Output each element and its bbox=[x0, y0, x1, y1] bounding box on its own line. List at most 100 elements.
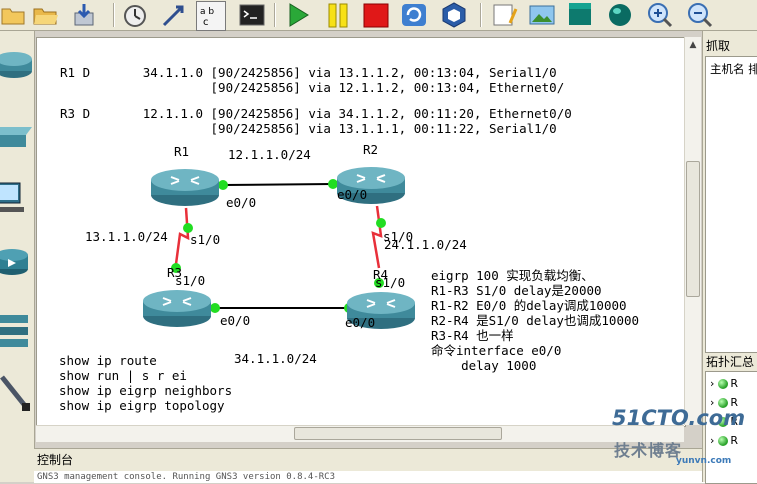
link-r1-r2 bbox=[222, 183, 334, 186]
port-dot bbox=[374, 278, 384, 288]
r1-e00-label: e0/0 bbox=[226, 195, 257, 210]
r3-e00-label: e0/0 bbox=[220, 313, 251, 328]
net-34-label: 34.1.1.0/24 bbox=[234, 351, 317, 366]
topology-item[interactable]: ›R bbox=[710, 377, 739, 390]
router-r2-icon bbox=[337, 167, 405, 204]
port-dot bbox=[328, 179, 338, 189]
watermark-site: 51CTO.com bbox=[612, 406, 746, 430]
command-1: show ip route bbox=[59, 353, 157, 368]
router-r4-label: R4 bbox=[373, 267, 389, 282]
command-3: show ip eigrp neighbors bbox=[59, 383, 233, 398]
save-icon[interactable] bbox=[70, 1, 98, 29]
pause-icon[interactable] bbox=[324, 1, 352, 29]
svg-text:c: c bbox=[203, 17, 209, 28]
topology-links bbox=[143, 167, 415, 329]
route-line-1: R1 D 34.1.1.0 [90/2425856] via 13.1.1.2,… bbox=[60, 65, 557, 80]
note-line-2: R1-R3 S1/0 delay是20000 bbox=[431, 283, 602, 298]
command-2: show run | s r ei bbox=[59, 368, 187, 383]
zoom-in-icon[interactable] bbox=[646, 1, 674, 29]
status-green-icon bbox=[718, 398, 729, 408]
console-icon[interactable] bbox=[238, 1, 266, 29]
route-line-3: R3 D 12.1.1.0 [90/2425856] via 34.1.1.2,… bbox=[60, 106, 572, 121]
topology-item[interactable]: ›R bbox=[710, 415, 739, 428]
route-line-4: [90/2425856] via 13.1.1.1, 00:11:22, Ser… bbox=[60, 121, 557, 136]
status-green-icon bbox=[718, 436, 729, 446]
security-device-icon[interactable] bbox=[0, 239, 34, 283]
open-folder-icon[interactable] bbox=[0, 1, 28, 29]
capture-list[interactable]: 主机名 排 bbox=[705, 56, 757, 353]
watermark-domain: yunvn.com bbox=[676, 456, 732, 466]
router-r3-label: R3 bbox=[167, 265, 183, 280]
canvas-horizontal-scrollbar[interactable] bbox=[36, 425, 684, 442]
note-line-6: 命令interface e0/0 bbox=[431, 343, 562, 358]
port-dot bbox=[171, 263, 181, 273]
vertical-scroll-thumb[interactable] bbox=[686, 161, 700, 297]
port-dot bbox=[376, 218, 386, 228]
start-icon[interactable] bbox=[284, 1, 312, 29]
link-r1-r3-serial bbox=[174, 207, 190, 265]
console-output[interactable]: GNS3 management console. Running GNS3 ve… bbox=[34, 471, 705, 483]
note-line-3: R1-R2 E0/0 的delay调成10000 bbox=[431, 298, 627, 313]
r4-e00-label: e0/0 bbox=[345, 315, 376, 330]
r2-s10-label: s1/0 bbox=[383, 229, 414, 244]
router-r3-icon bbox=[143, 290, 211, 327]
end-device-icon[interactable] bbox=[0, 177, 34, 221]
capture-header[interactable]: 主机名 排 bbox=[710, 62, 757, 76]
net-24-label: 24.1.1.0/24 bbox=[384, 237, 467, 252]
r3-s10-label: s1/0 bbox=[175, 273, 206, 288]
scroll-up-icon[interactable]: ▲ bbox=[689, 40, 697, 50]
router-r4-icon bbox=[347, 292, 415, 329]
status-green-icon bbox=[718, 417, 729, 427]
r2-e00-label: e0/0 bbox=[337, 187, 368, 202]
topology-summary-title: 拓扑汇总 bbox=[706, 355, 755, 369]
note-line-4: R2-R4 是S1/0 delay也调成10000 bbox=[431, 313, 640, 328]
move-icon[interactable] bbox=[160, 1, 188, 29]
svg-text:a b: a b bbox=[200, 7, 214, 17]
picture-icon[interactable] bbox=[528, 1, 556, 29]
all-devices-icon[interactable] bbox=[0, 307, 34, 351]
router-device-icon[interactable] bbox=[0, 41, 34, 85]
port-dot bbox=[183, 223, 193, 233]
r4-s10-label: s1/0 bbox=[375, 275, 406, 290]
router-r1-icon bbox=[151, 169, 219, 206]
rectangle-icon[interactable] bbox=[566, 1, 594, 29]
link-r2-r4-serial bbox=[371, 205, 383, 269]
topology-item[interactable]: ›R bbox=[710, 434, 739, 447]
r1-s10-label: s1/0 bbox=[190, 232, 221, 247]
horizontal-scroll-thumb[interactable] bbox=[294, 427, 502, 440]
topology-canvas[interactable]: R1 D 34.1.1.0 [90/2425856] via 13.1.1.2,… bbox=[36, 37, 686, 427]
watermark-blog: 技术博客 bbox=[614, 441, 683, 460]
device-panel bbox=[0, 31, 35, 482]
note-line-7: delay 1000 bbox=[431, 358, 537, 373]
right-dock: 抓取 主机名 排 拓扑汇总 ›R ›R ›R ›R bbox=[702, 31, 757, 484]
open-folder-icon[interactable] bbox=[32, 1, 60, 29]
snapshot-icon[interactable] bbox=[121, 1, 149, 29]
port-dot bbox=[218, 180, 228, 190]
reload-icon[interactable] bbox=[400, 1, 428, 29]
stop-icon[interactable] bbox=[362, 1, 390, 29]
capture-panel-title: 抓取 bbox=[706, 39, 731, 53]
route-line-2: [90/2425856] via 12.1.1.2, 00:13:04, Eth… bbox=[60, 80, 565, 95]
command-4: show ip eigrp topology bbox=[59, 398, 225, 413]
note-icon[interactable] bbox=[490, 1, 518, 29]
console-dock: 控制台 GNS3 management console. Running GNS… bbox=[34, 448, 705, 483]
net-12-label: 12.1.1.0/24 bbox=[228, 147, 311, 162]
note-line-5: R3-R4 也一样 bbox=[431, 328, 514, 343]
net-13-label: 13.1.1.0/24 bbox=[85, 229, 168, 244]
virtualbox-icon[interactable] bbox=[440, 1, 468, 29]
console-title: 控制台 bbox=[37, 453, 74, 467]
router-r1-label: R1 bbox=[174, 144, 190, 159]
note-line-1: eigrp 100 实现负载均衡、 bbox=[431, 268, 594, 283]
status-green-icon bbox=[718, 379, 729, 389]
topology-item[interactable]: ›R bbox=[710, 396, 739, 409]
port-dot bbox=[210, 303, 220, 313]
router-r2-label: R2 bbox=[363, 142, 379, 157]
topology-summary-list[interactable]: ›R ›R ›R ›R bbox=[705, 371, 757, 484]
switch-device-icon[interactable] bbox=[0, 113, 34, 157]
cable-icon[interactable] bbox=[0, 371, 34, 415]
zoom-out-icon[interactable] bbox=[686, 1, 714, 29]
canvas-vertical-scrollbar[interactable]: ▲ bbox=[684, 37, 701, 425]
ellipse-icon[interactable] bbox=[606, 1, 634, 29]
